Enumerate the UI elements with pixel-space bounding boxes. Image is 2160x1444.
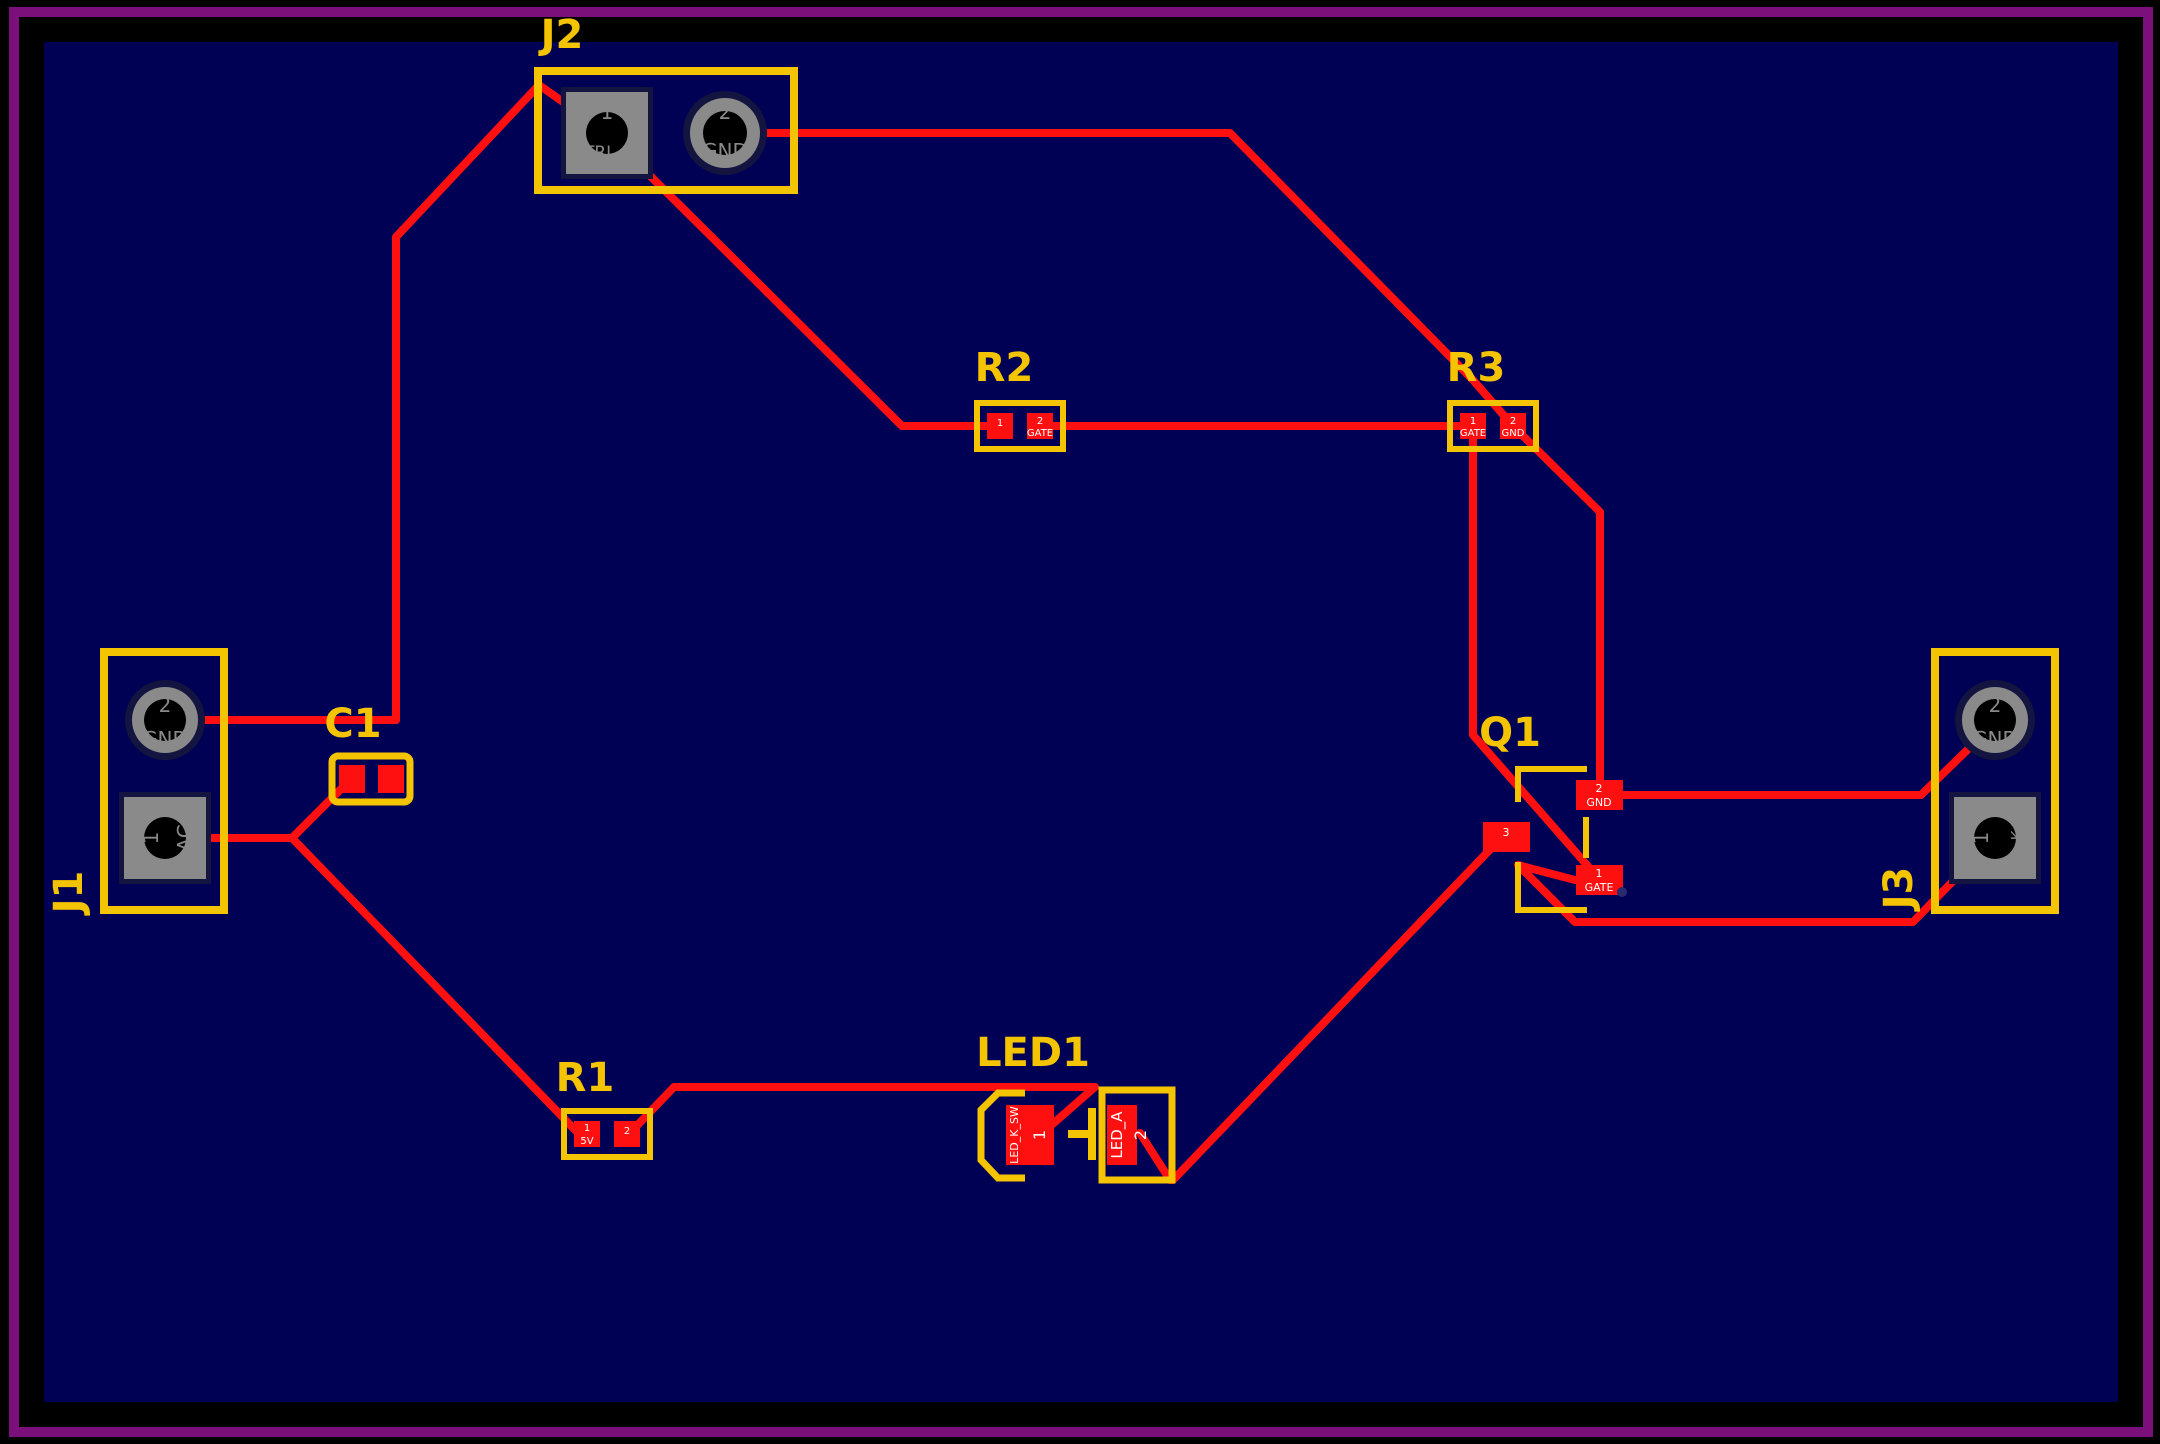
- led1-pad-2-number: 2: [1131, 1130, 1150, 1140]
- led1-pad-1[interactable]: [1006, 1105, 1054, 1165]
- j3-pad-1-drill: [1974, 817, 2016, 859]
- r3-silkscreen-outline: [1447, 400, 1539, 452]
- j1-pad-2-number: 2: [159, 693, 172, 717]
- j3-pad-2-number: 2: [1989, 693, 2002, 717]
- r3-pad-1[interactable]: [1460, 413, 1486, 439]
- j3-pad-1-number: 1: [1969, 832, 1993, 845]
- j1-pad-1-net: AC: [173, 824, 197, 851]
- led1-reference: LED1: [976, 1030, 1090, 1076]
- j3-reference: J3: [1876, 867, 1922, 913]
- transistor-q1[interactable]: 2 GND 3 1 GATE Q1: [1479, 710, 1627, 913]
- led1-pad-2-net: LED_A: [1108, 1111, 1127, 1159]
- led1-pad-1-net: LED_K_SW: [1008, 1106, 1021, 1164]
- r3-pad-2[interactable]: [1500, 413, 1526, 439]
- led1-pad-1-number: 1: [1030, 1130, 1049, 1140]
- j1-pad-2-net: GND: [142, 727, 188, 751]
- r3-pad-1-number: 1: [1470, 416, 1476, 427]
- resistor-r3[interactable]: 1 GATE 2 GND R3: [1447, 345, 1539, 452]
- resistor-r2[interactable]: 1 2 GATE R2: [974, 345, 1066, 452]
- q1-pad-3-number: 3: [1503, 826, 1510, 839]
- r1-pad-2-number: 2: [624, 1126, 630, 1137]
- r2-pad-2-number: 2: [1037, 416, 1043, 427]
- r1-pad-1[interactable]: [574, 1121, 600, 1147]
- r3-pad-2-number: 2: [1510, 416, 1516, 427]
- trace-r3-gnd-to-q1: [1509, 422, 1604, 799]
- connector-j3[interactable]: 2 GND 1 LED_K_SW J3: [1876, 648, 2059, 914]
- q1-silkscreen-bottom: [1515, 862, 1587, 913]
- r2-silkscreen-outline: [974, 400, 1066, 452]
- q1-reference: Q1: [1479, 710, 1541, 756]
- q1-pad-1-net: GATE: [1585, 881, 1614, 894]
- r2-pad-1[interactable]: [987, 413, 1013, 439]
- j2-pad-2-number: 2: [719, 100, 732, 124]
- q1-pad-1-number: 1: [1596, 867, 1603, 880]
- r2-pad-2[interactable]: [1027, 413, 1053, 439]
- j1-reference: J1: [46, 871, 92, 917]
- j3-pad-1-net: LED_K_SW: [2008, 799, 2027, 878]
- led-led1[interactable]: LED_K_SW 1 LED_A 2 LED1: [976, 1030, 1176, 1184]
- j2-pad-2-drill: [703, 111, 747, 155]
- j2-pad-2-net: GND: [702, 139, 748, 163]
- c1-silkscreen-outline: [328, 752, 414, 806]
- q1-pad-3[interactable]: [1483, 822, 1530, 852]
- r1-reference: R1: [556, 1055, 615, 1101]
- q1-pin1-marker: [1617, 887, 1627, 897]
- r1-pad-1-net: 5V: [580, 1136, 593, 1147]
- c1-reference: C1: [324, 701, 381, 747]
- connector-j1[interactable]: 2 GND 1 AC J1: [46, 648, 228, 917]
- j2-reference: J2: [538, 12, 584, 58]
- trace-j2-pin1-to-r2: [603, 129, 1004, 430]
- r1-pad-1-number: 1: [584, 1123, 590, 1134]
- q1-pad-2-number: 2: [1596, 782, 1603, 795]
- j2-pad-1-net: CTRL_IN: [572, 143, 642, 163]
- c1-pad-2[interactable]: [378, 765, 404, 793]
- led1-silkscreen-anode-box: [1098, 1086, 1176, 1184]
- r3-pad-2-net: GND: [1502, 428, 1525, 439]
- led1-silkscreen-outline: [977, 1089, 1025, 1182]
- r1-silkscreen-outline: [561, 1108, 653, 1160]
- r3-pad-1-net: GATE: [1460, 428, 1486, 439]
- q1-silkscreen-top: [1515, 766, 1587, 802]
- r2-pad-2-net: GATE: [1027, 428, 1053, 439]
- j2-pad-1-drill: [586, 112, 628, 154]
- r2-pad-1-number: 1: [997, 418, 1003, 429]
- resistor-r1[interactable]: 1 5V 2 R1: [556, 1055, 653, 1160]
- j2-pad-1-number: 1: [601, 100, 614, 124]
- r2-reference: R2: [975, 345, 1034, 391]
- j2-silkscreen-outline: [534, 67, 798, 194]
- j3-pad-2-drill: [1974, 699, 2016, 741]
- j1-silkscreen-outline: [100, 648, 228, 914]
- q1-pad-2[interactable]: [1576, 780, 1623, 810]
- j1-pad-1-number: 1: [139, 832, 163, 845]
- j1-pad-1-drill: [144, 817, 186, 859]
- trace-r3-gate-to-q1: [1469, 422, 1604, 884]
- q1-pad-1[interactable]: [1576, 865, 1623, 895]
- capacitor-c1[interactable]: C1: [324, 701, 414, 806]
- led1-pad-2[interactable]: [1107, 1105, 1137, 1165]
- c1-pad-1[interactable]: [339, 765, 365, 793]
- r3-reference: R3: [1447, 345, 1506, 391]
- j1-pad-2-drill: [144, 699, 186, 741]
- connector-j2[interactable]: 1 CTRL_IN 2 GND J2: [534, 12, 798, 194]
- q1-pad-2-net: GND: [1586, 796, 1611, 809]
- j3-silkscreen-outline: [1931, 648, 2059, 914]
- j3-pad-2-net: GND: [1972, 727, 2018, 751]
- board-edge-cut: [9, 7, 2153, 1437]
- r1-pad-2[interactable]: [614, 1121, 640, 1147]
